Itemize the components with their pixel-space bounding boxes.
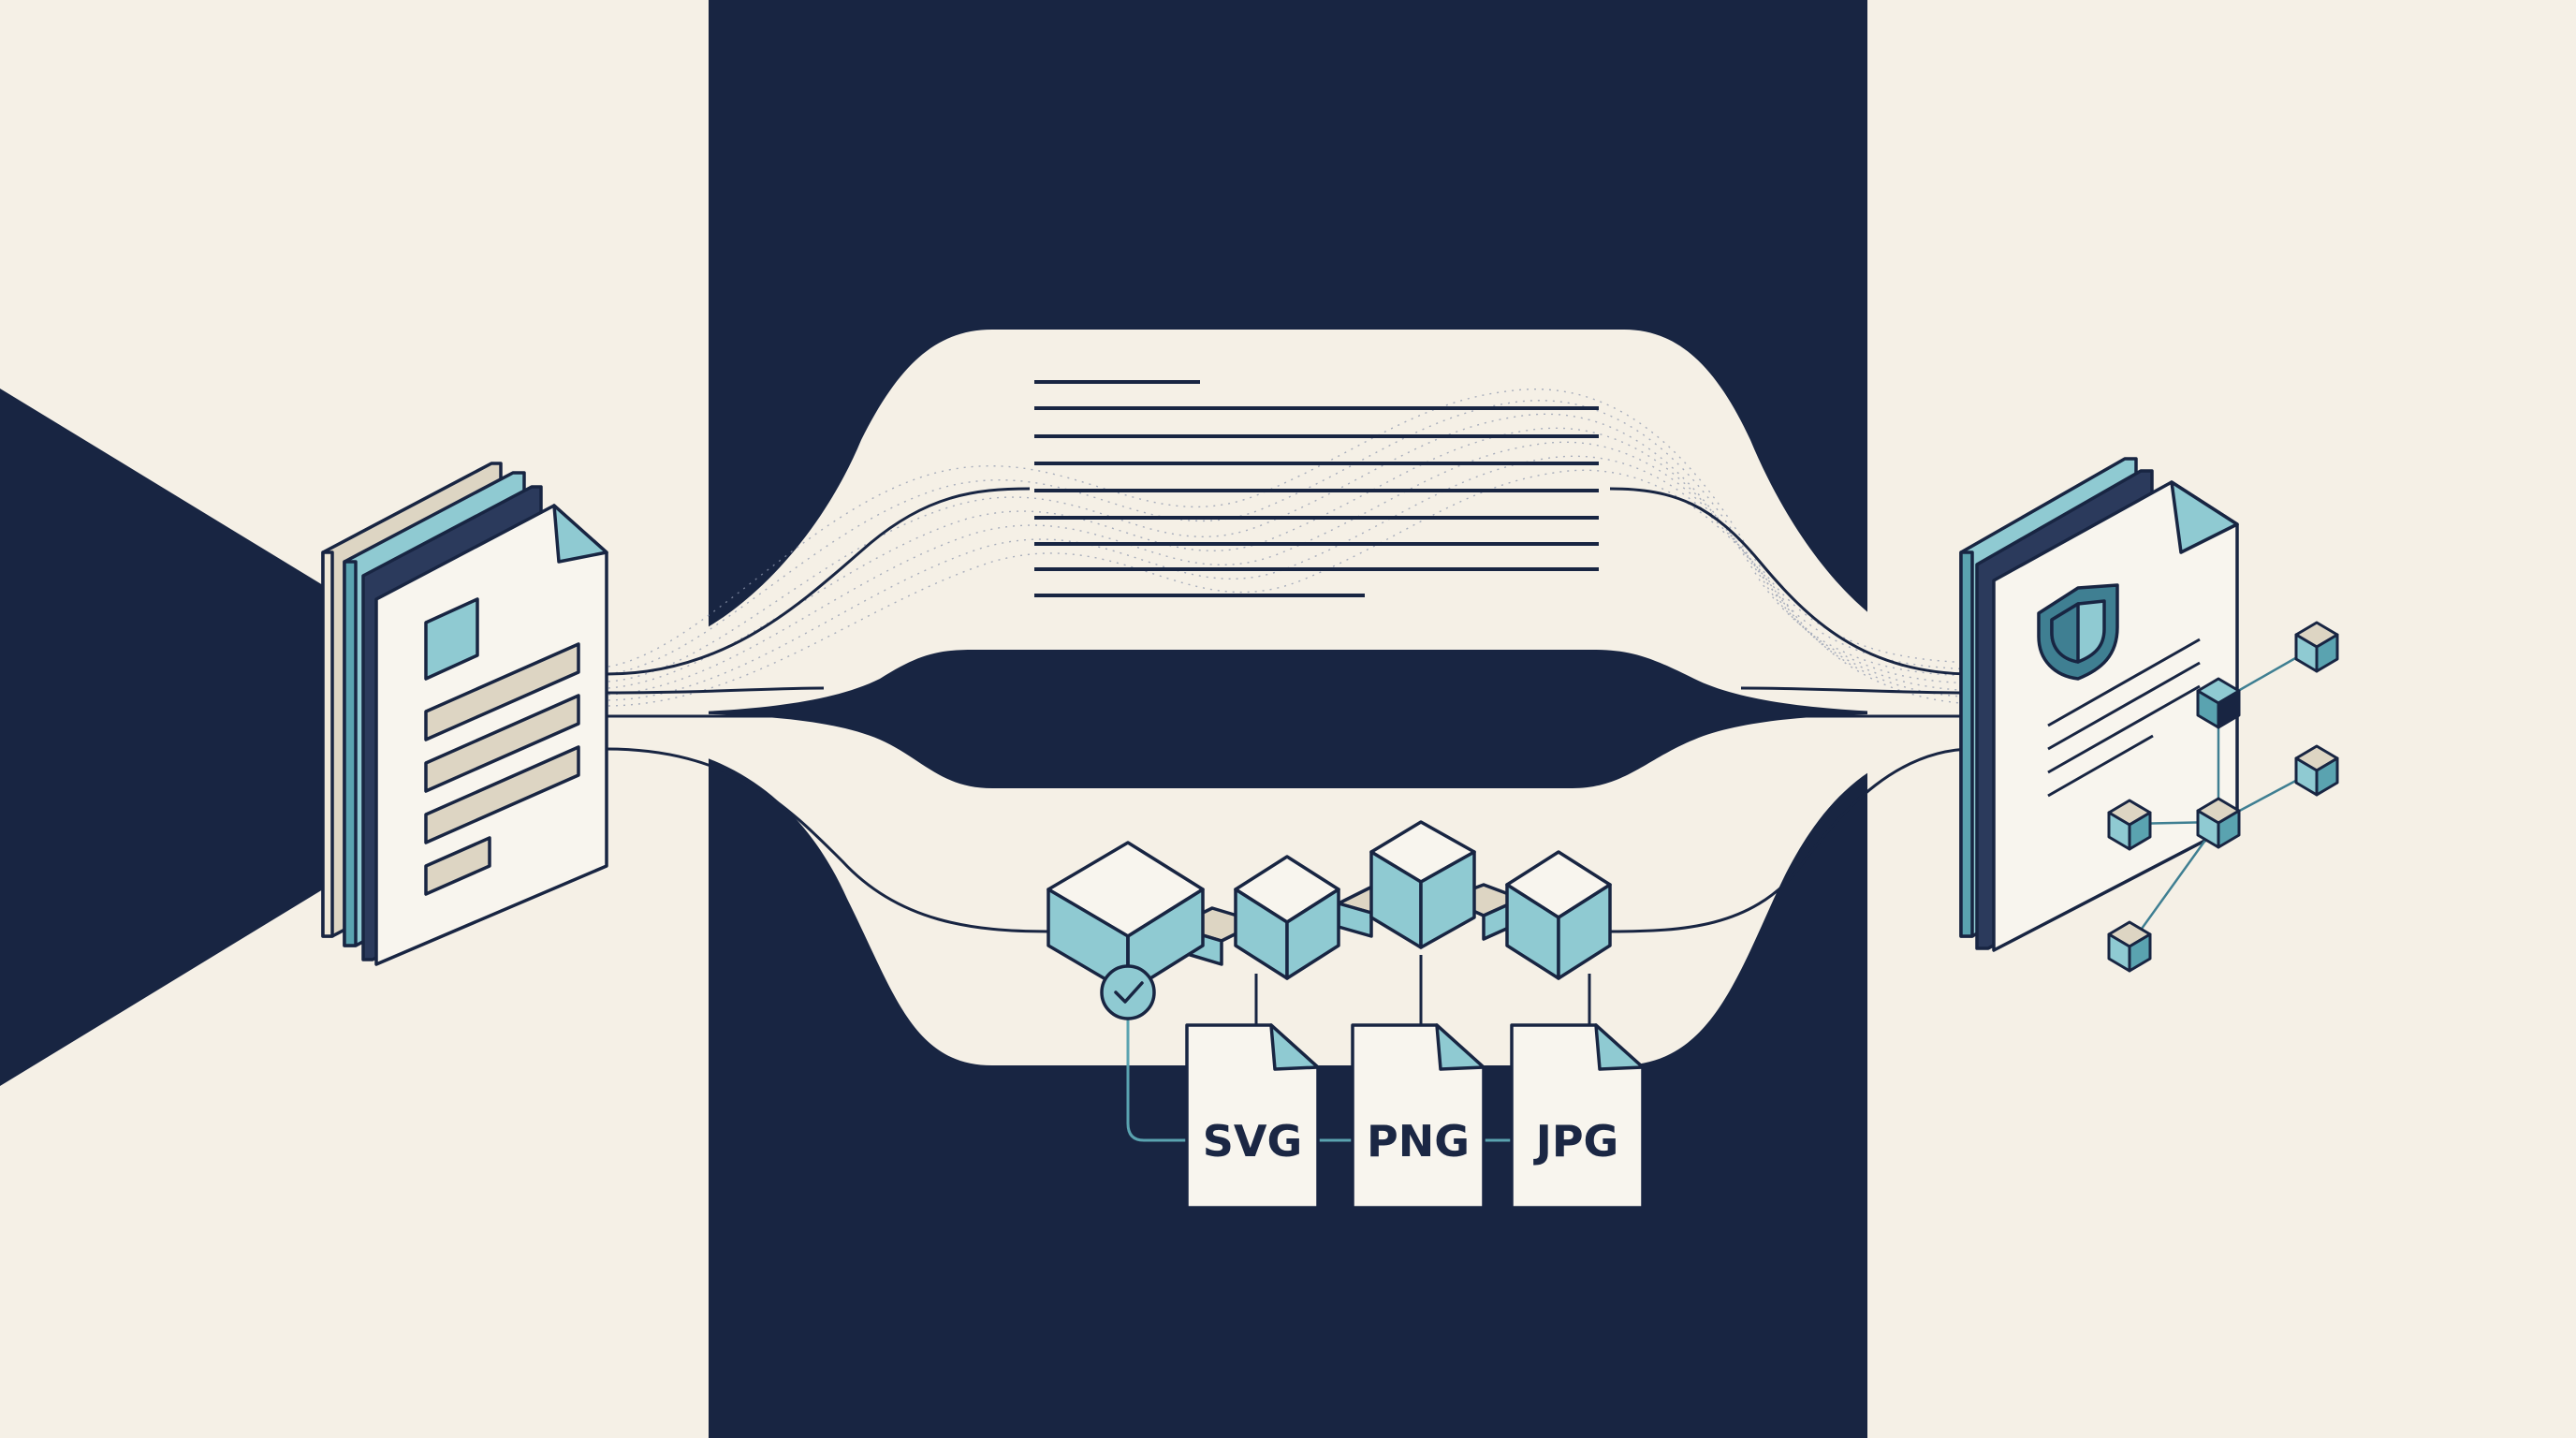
format-label-png: PNG bbox=[1367, 1116, 1470, 1167]
navy-left-wedge bbox=[0, 389, 323, 1086]
upper-channel bbox=[599, 330, 1984, 713]
document-stack-icon bbox=[321, 462, 608, 966]
network-node-icon bbox=[2196, 677, 2241, 729]
check-icon bbox=[1100, 964, 1156, 1020]
shield-icon bbox=[2037, 583, 2119, 681]
file-icon bbox=[1185, 1023, 1320, 1210]
navy-center-band bbox=[709, 0, 1867, 1438]
format-label-svg: SVG bbox=[1203, 1116, 1303, 1167]
format-label-jpg: JPG bbox=[1533, 1116, 1619, 1167]
flow-lines bbox=[606, 487, 1974, 933]
file-icon bbox=[1510, 1023, 1645, 1210]
network-node-icon bbox=[2294, 744, 2339, 797]
conversion-cubes bbox=[1046, 820, 1612, 994]
network-graph bbox=[2107, 621, 2339, 973]
network-node-icon bbox=[2294, 621, 2339, 673]
network-node-icon bbox=[2107, 920, 2152, 973]
cube-icon bbox=[1505, 850, 1612, 980]
file-connectors bbox=[1126, 955, 1591, 1142]
cube-icon bbox=[1234, 855, 1340, 980]
text-lines bbox=[1034, 380, 1599, 597]
network-node-icon bbox=[2107, 799, 2152, 851]
cube-icon bbox=[1369, 820, 1476, 949]
network-node-icon bbox=[2196, 797, 2241, 849]
output-files: SVG PNG JPG bbox=[1185, 1023, 1645, 1210]
file-icon bbox=[1351, 1023, 1486, 1210]
cube-icon bbox=[1046, 841, 1205, 994]
